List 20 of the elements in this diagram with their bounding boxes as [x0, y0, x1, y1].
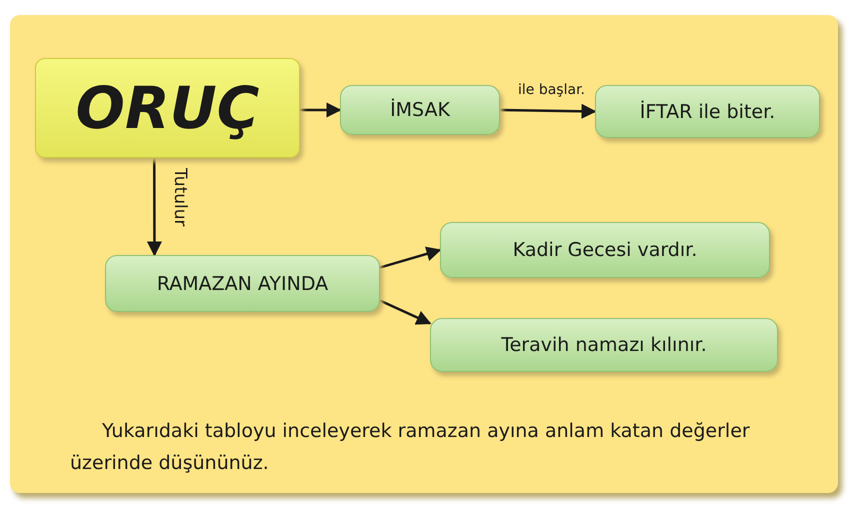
node-text: ORUÇ: [76, 74, 260, 142]
process-box: [340, 85, 500, 135]
node-text: İFTAR ile biter.: [640, 100, 776, 122]
process-box: [595, 85, 820, 138]
arrow: [300, 102, 342, 118]
arrow: [380, 246, 442, 269]
node-text: Teravih namazı kılınır.: [501, 334, 707, 356]
title-box: [35, 58, 300, 158]
process-box: [440, 222, 770, 278]
node-text: Kadir Gecesi vardır.: [512, 239, 698, 261]
arrow: [500, 104, 596, 119]
process-box: [105, 255, 380, 312]
instruction-text: Yukarıdaki tabloyu inceleyerek ramazan ayına anlam katan değerler üzerinde düşününüz.: [70, 419, 751, 476]
edge-label: Tutulur: [170, 168, 190, 227]
arrow: [379, 299, 432, 325]
edge-label: ile başlar.: [518, 82, 585, 98]
process-box: [430, 318, 778, 372]
node-text: RAMAZAN AYINDA: [156, 272, 328, 294]
arrow: [146, 158, 162, 256]
node-text: İMSAK: [390, 99, 450, 121]
